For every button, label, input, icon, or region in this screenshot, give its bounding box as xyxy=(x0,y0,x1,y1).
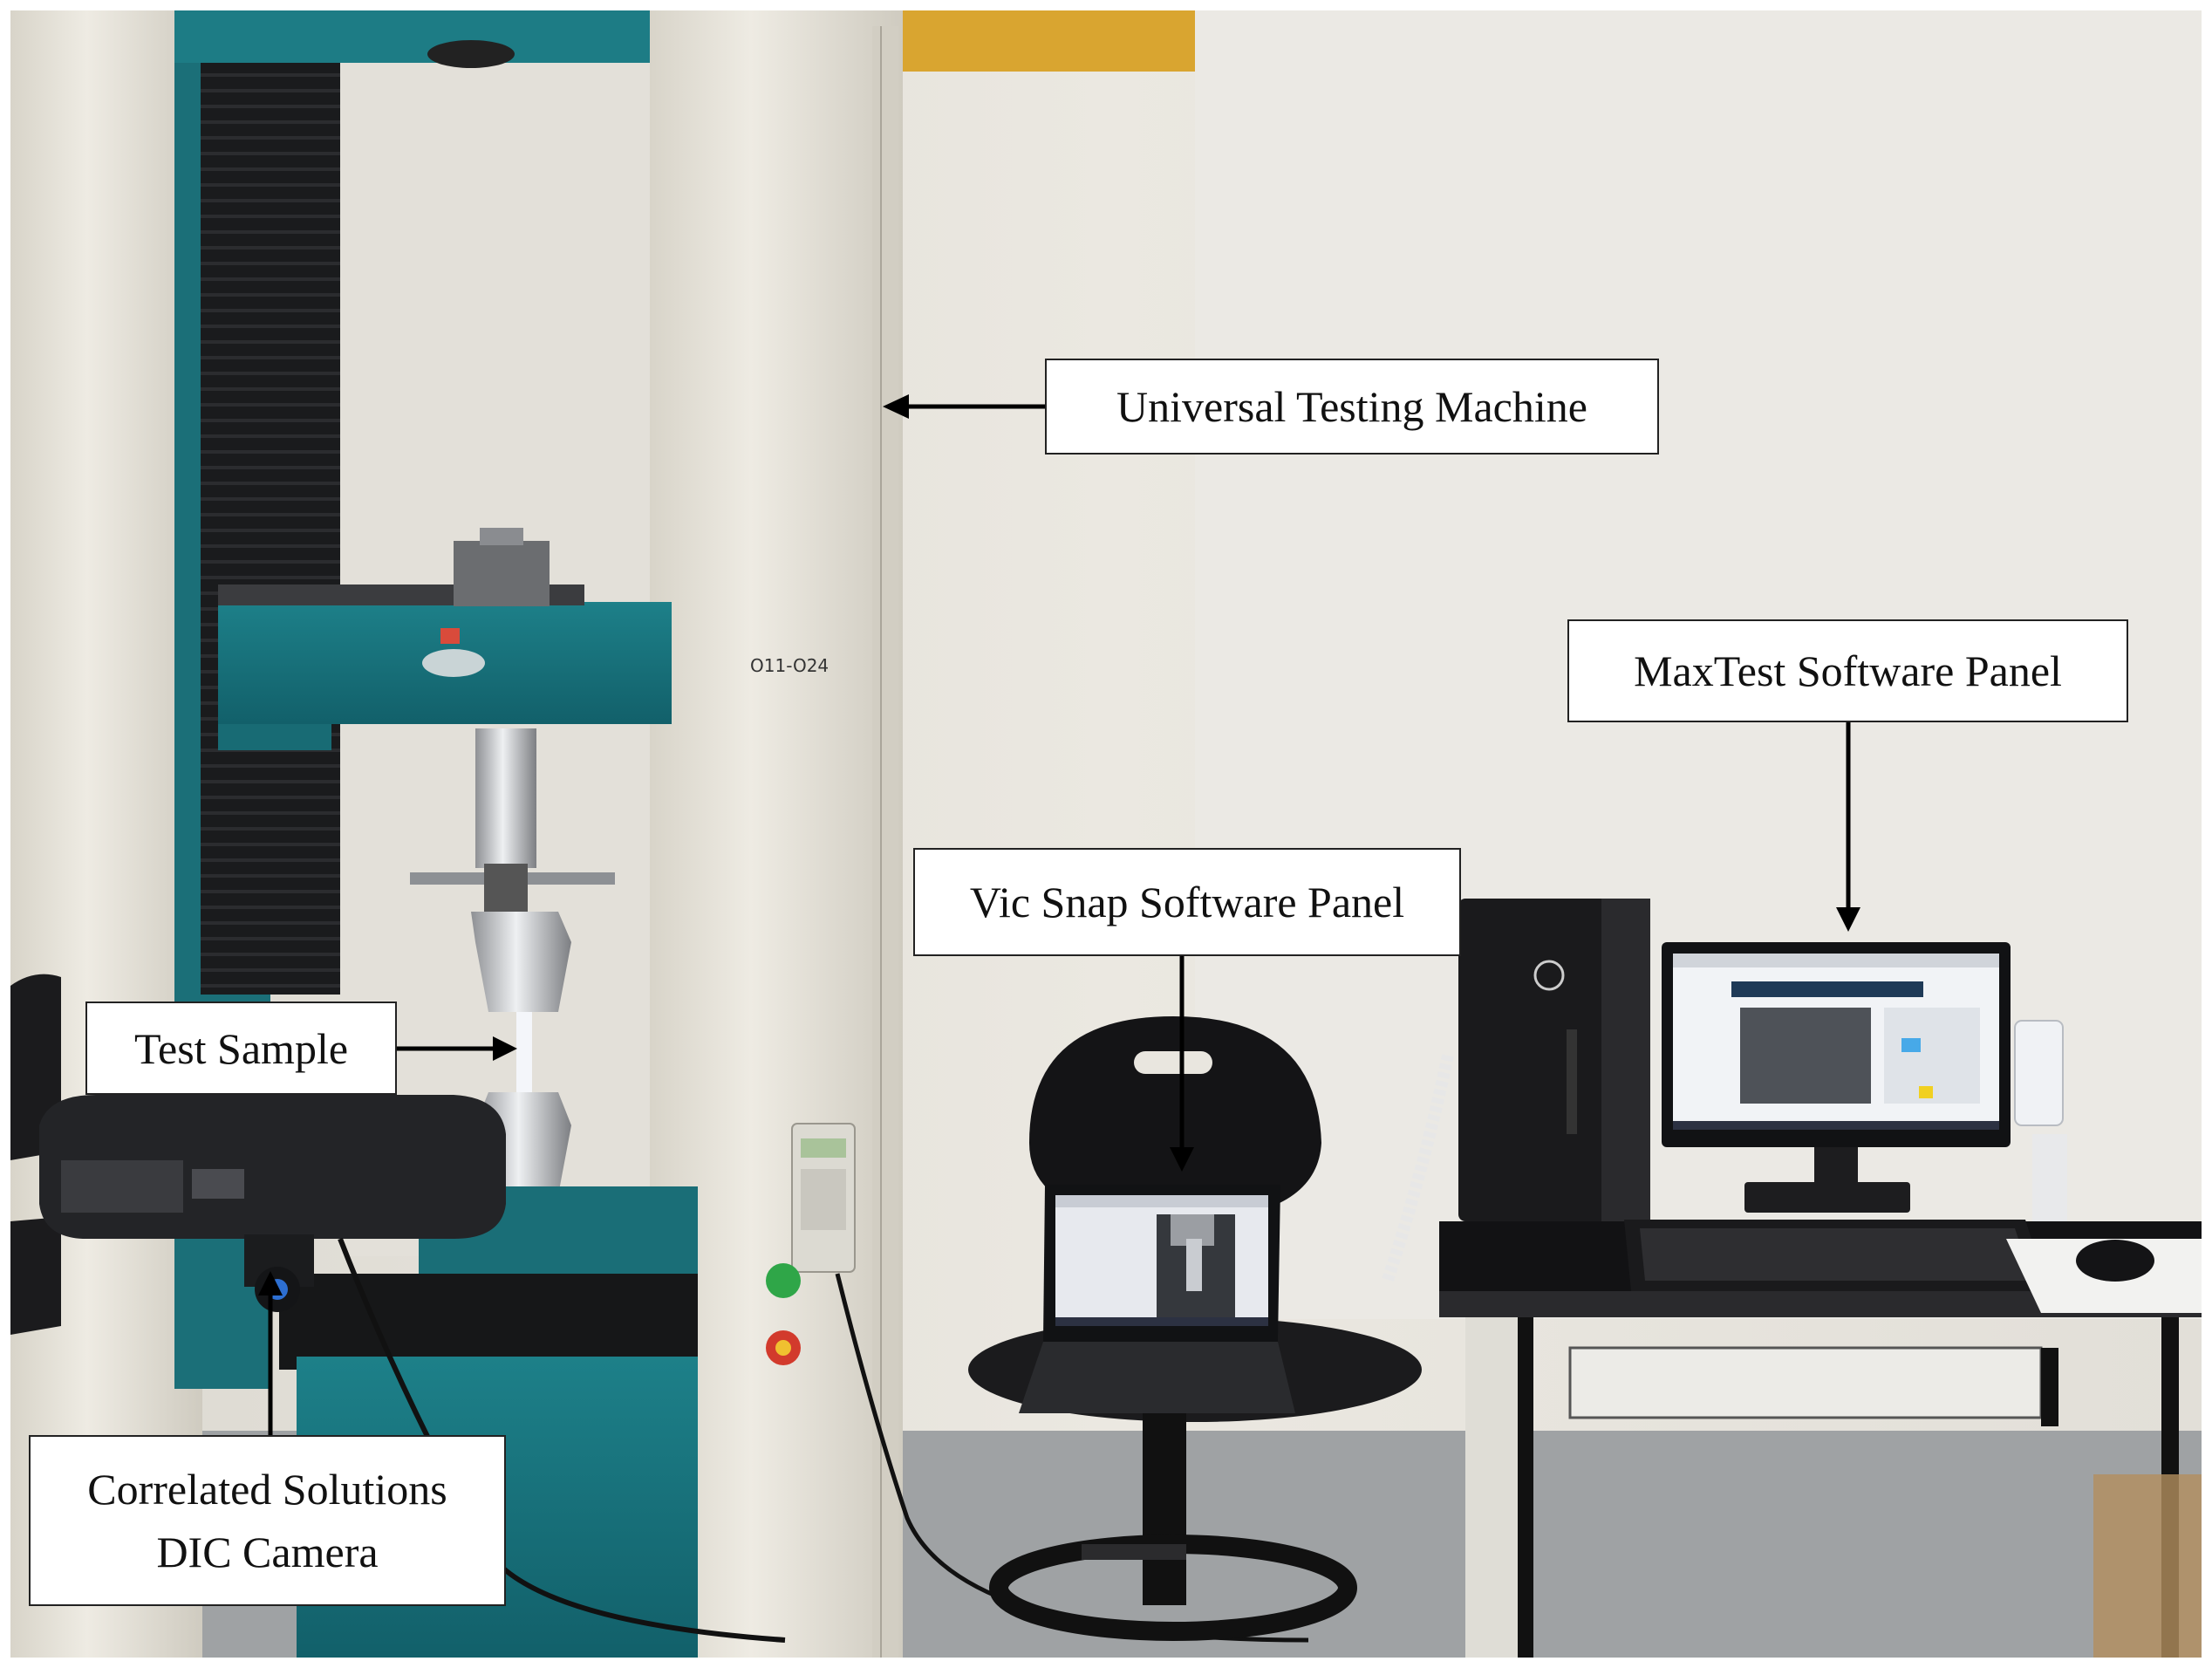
label-vic-snap-software-panel: Vic Snap Software Panel xyxy=(913,848,1461,956)
label-dic-camera: Correlated Solutions DIC Camera xyxy=(29,1435,506,1606)
chair-back xyxy=(1029,1016,1321,1221)
label-universal-testing-machine: Universal Testing Machine xyxy=(1045,359,1659,455)
green-start-button-icon xyxy=(766,1263,801,1298)
test-specimen xyxy=(516,1012,532,1092)
label-text: MaxTest Software Panel xyxy=(1634,646,2062,695)
label-text-line-2: DIC Camera xyxy=(156,1528,379,1576)
upper-rod xyxy=(475,728,536,868)
hp-logo-icon xyxy=(1533,960,1565,991)
svg-text:O11-O24: O11-O24 xyxy=(750,655,829,676)
laptop-keyboard xyxy=(1019,1342,1295,1413)
label-text: Vic Snap Software Panel xyxy=(969,878,1405,926)
left-column xyxy=(10,10,202,1658)
mouse xyxy=(2076,1240,2154,1282)
left-bellows xyxy=(201,35,340,995)
annotation-arrows xyxy=(258,394,1860,1435)
label-test-sample: Test Sample xyxy=(85,1001,397,1095)
upper-grip xyxy=(471,912,571,1012)
label-text: Universal Testing Machine xyxy=(1116,382,1587,431)
ochre-ceiling-strip xyxy=(890,10,1195,72)
label-maxtest-software-panel: MaxTest Software Panel xyxy=(1567,619,2128,722)
label-text: Test Sample xyxy=(133,1023,349,1073)
label-text-line-1: Correlated Solutions xyxy=(87,1464,447,1514)
